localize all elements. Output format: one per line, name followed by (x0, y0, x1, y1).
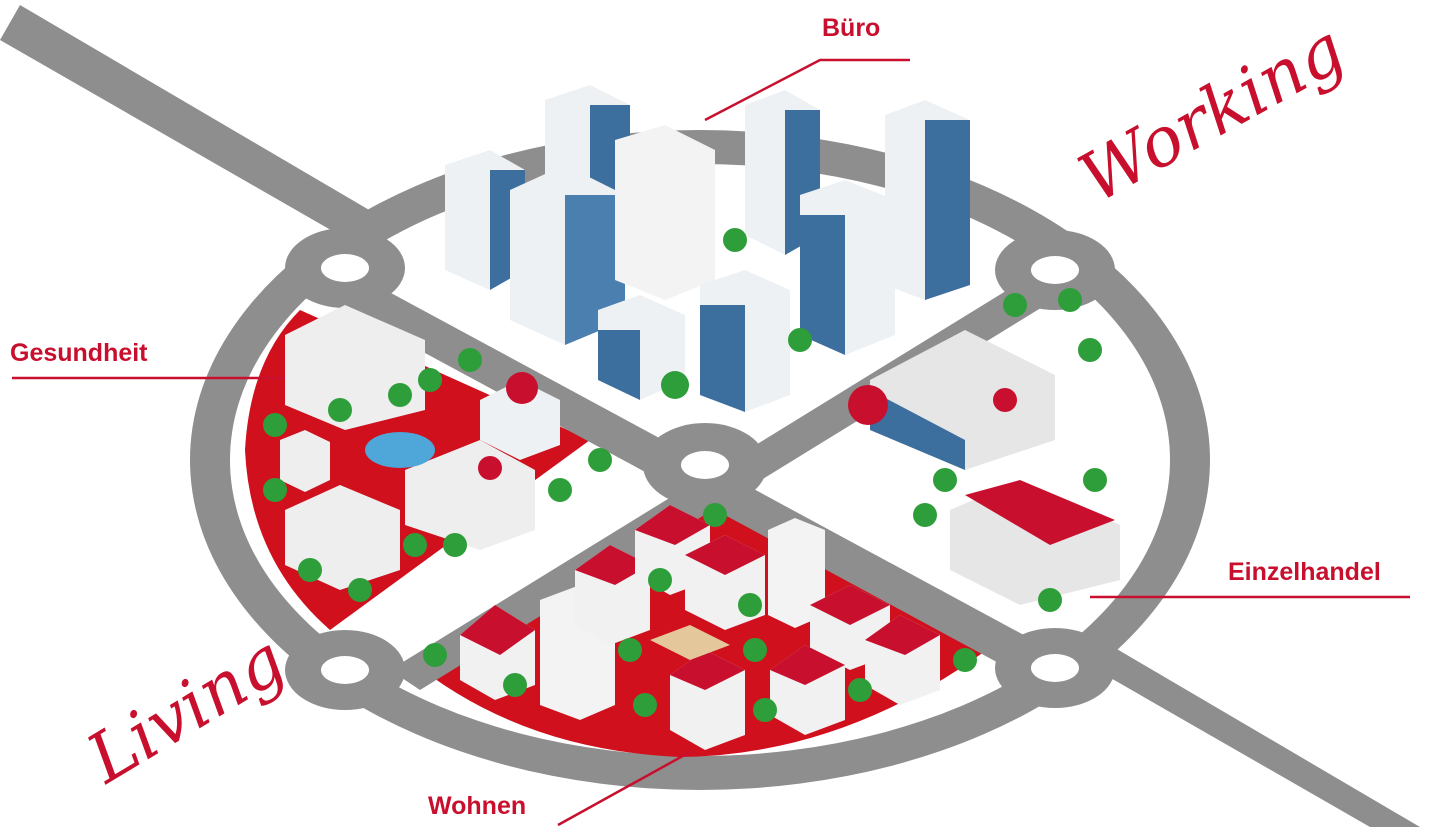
office-label: Büro (822, 14, 881, 42)
housing-label: Wohnen (428, 792, 527, 820)
retail-label: Einzelhandel (1228, 558, 1381, 586)
trees (263, 228, 1107, 722)
retail-buildings (848, 330, 1120, 605)
roundabouts (285, 228, 1115, 710)
health-label: Gesundheit (10, 339, 148, 367)
health-buildings (280, 305, 560, 590)
label-leader-lines (12, 58, 1410, 827)
office-towers (445, 85, 970, 412)
